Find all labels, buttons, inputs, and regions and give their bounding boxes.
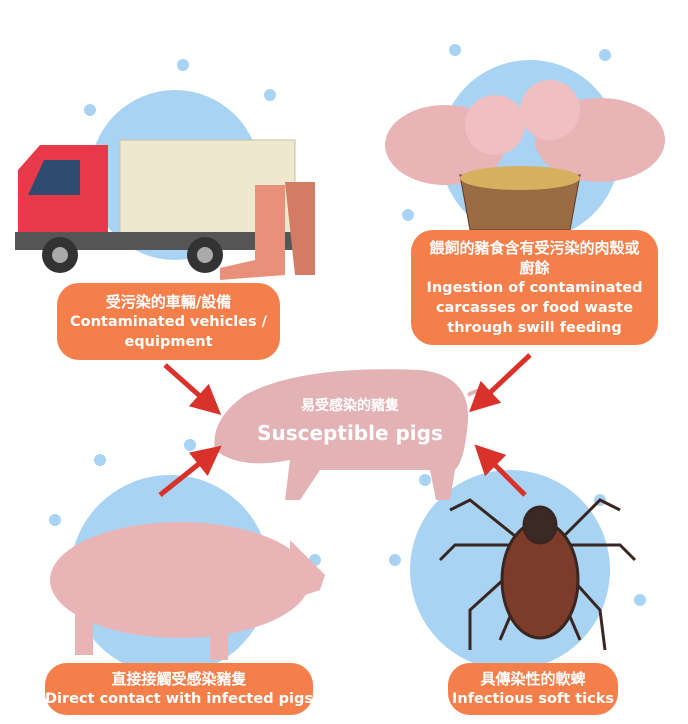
label-direct-contact: 直接接觸受感染豬隻 Direct contact with infected p…	[45, 663, 313, 715]
label-en: Ingestion of contaminated carcasses or f…	[426, 279, 643, 336]
arrow-from-ticks	[474, 444, 527, 497]
label-swill: 餵飼的豬食含有受污染的肉殼或廚餘 Ingestion of contaminat…	[411, 230, 658, 345]
arrow-from-vehicles	[163, 363, 222, 415]
label-en: Infectious soft ticks	[452, 691, 614, 707]
label-zh: 具傳染性的軟蜱	[480, 670, 586, 688]
label-en: Direct contact with infected pigs	[45, 691, 313, 707]
arrow-from-swill	[469, 353, 532, 413]
boots-icon	[220, 182, 315, 280]
label-zh: 直接接觸受感染豬隻	[111, 670, 247, 688]
tick-icon	[438, 498, 637, 651]
pig-icon	[50, 522, 325, 660]
label-zh: 餵飼的豬食含有受污染的肉殼或廚餘	[429, 238, 640, 277]
center-label-zh: 易受感染的豬隻	[301, 398, 399, 414]
label-ticks: 具傳染性的軟蜱 Infectious soft ticks	[448, 663, 618, 715]
label-zh: 受污染的車輛/設備	[105, 292, 232, 311]
center-label-en: Susceptible pigs	[257, 421, 443, 445]
center-label: 易受感染的豬隻 Susceptible pigs	[255, 395, 445, 445]
label-en: Contaminated vehicles / equipment	[70, 313, 267, 350]
label-vehicles: 受污染的車輛/設備 Contaminated vehicles / equipm…	[57, 283, 280, 360]
arrows	[158, 353, 532, 497]
arrow-from-pigs	[158, 445, 222, 497]
pigs-eating-icon	[385, 80, 665, 231]
